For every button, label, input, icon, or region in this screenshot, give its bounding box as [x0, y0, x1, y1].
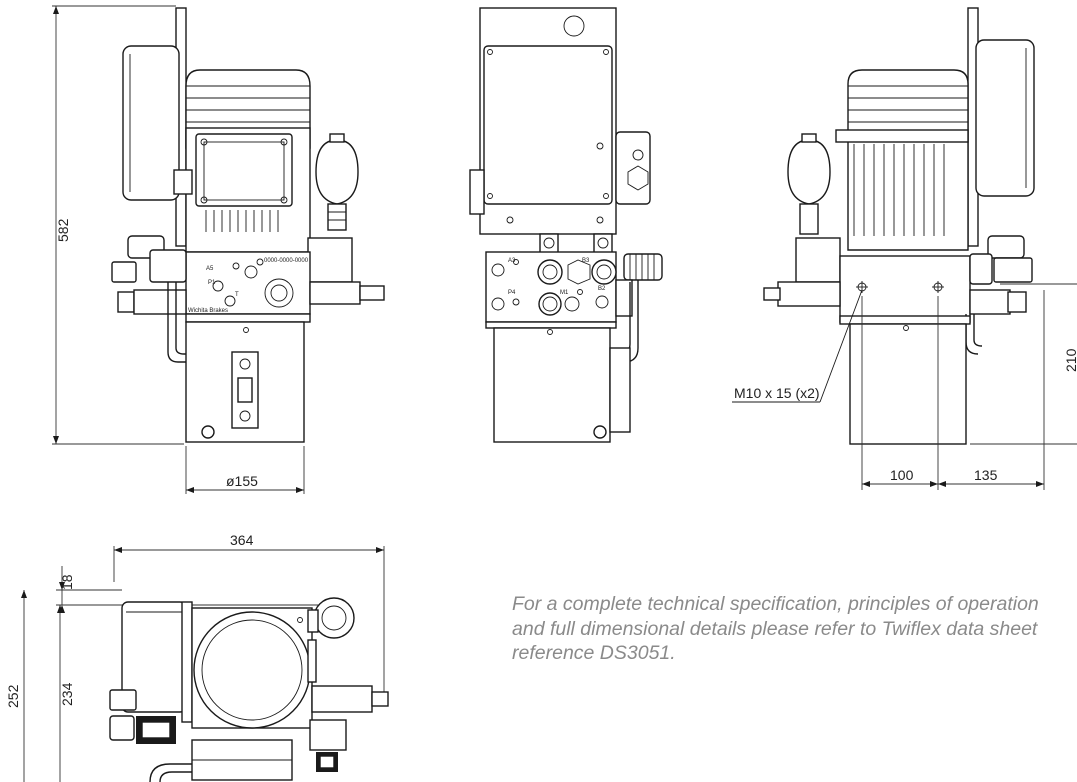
port-a5: A5 [206, 266, 214, 272]
side-view: M10 x 15 (x2) 210 100 135 [732, 7, 1077, 490]
port-p4: P4 [508, 290, 516, 296]
dim-135: 135 [974, 467, 998, 483]
dim-364: 364 [230, 532, 254, 548]
dim-diameter-155: ø155 [226, 473, 258, 489]
port-a3: A3 [508, 258, 516, 264]
port-p1: P1 [208, 280, 216, 286]
serial-number: 0000-0000-0000 [264, 258, 309, 264]
dim-100: 100 [890, 467, 914, 483]
front-view: 582 [52, 5, 385, 494]
port-b3: B3 [582, 258, 590, 264]
datasheet-reference-note: For a complete technical specification, … [512, 593, 1039, 664]
dim-18: 18 [59, 574, 75, 590]
port-b2: B2 [598, 286, 606, 292]
mount-thread-callout: M10 x 15 (x2) [734, 385, 820, 401]
rear-view: A3 B3 P4 M1 B2 [469, 7, 663, 443]
dim-252: 252 [5, 684, 21, 708]
dim-582: 582 [55, 218, 71, 242]
port-t: T [235, 292, 239, 298]
dim-210: 210 [1063, 348, 1077, 372]
maker-name: Wichita Brakes [188, 308, 228, 314]
top-view: 364 18 252 234 [5, 532, 389, 782]
port-m1: M1 [560, 290, 569, 296]
dim-234: 234 [59, 682, 75, 706]
